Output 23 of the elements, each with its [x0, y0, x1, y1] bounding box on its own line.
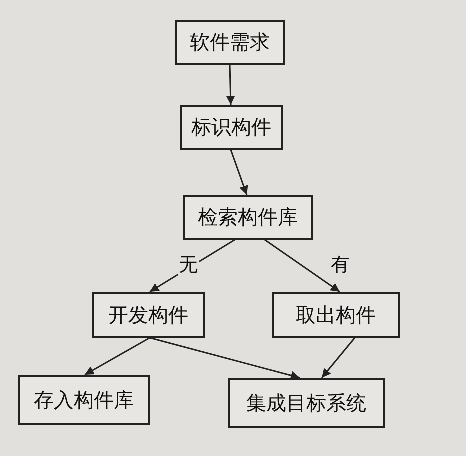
arrow [150, 239, 236, 293]
arrow [264, 239, 340, 293]
box-label: 集成目标系统 [246, 390, 366, 416]
process-box [183, 195, 313, 240]
box-label: 软件需求 [190, 29, 270, 56]
arrow [230, 150, 248, 196]
arrow [150, 337, 300, 380]
process-box [272, 292, 400, 338]
process-box [18, 375, 150, 425]
box-label: 开发构件 [108, 302, 188, 328]
box-label: 取出构件 [296, 302, 376, 328]
arrow [226, 64, 236, 106]
edge-label: 有 [330, 256, 351, 275]
box-label: 标识构件 [192, 114, 272, 141]
process-box [175, 20, 285, 65]
process-box [92, 292, 205, 338]
edge-label: 无 [178, 256, 199, 275]
process-box [228, 378, 385, 428]
box-label: 存入构件库 [34, 386, 134, 414]
process-box [180, 105, 283, 150]
box-label: 检索构件库 [198, 204, 298, 231]
arrow [84, 337, 150, 376]
arrow [321, 338, 356, 378]
